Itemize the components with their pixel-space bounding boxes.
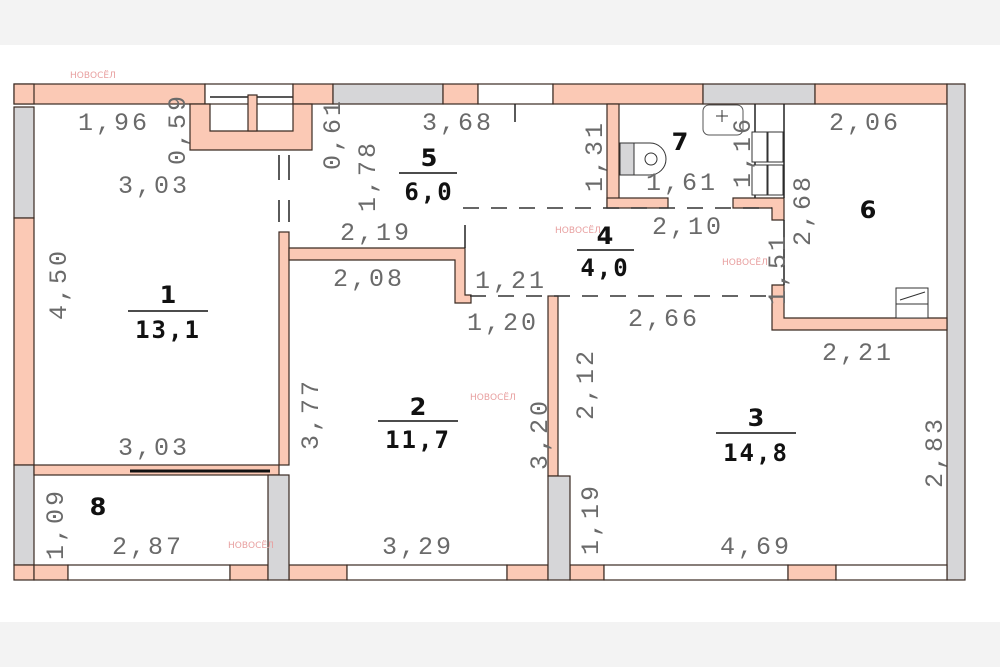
dimension-label: 3,03 (118, 434, 190, 463)
dimension-label: 1,16 (729, 116, 758, 188)
dimension-label: 3,20 (526, 398, 555, 470)
dimension-label: 1,78 (354, 140, 383, 212)
room-8-label: 8 (90, 493, 107, 521)
room-6-label: 6 (860, 196, 877, 224)
dimension-label: 1,09 (42, 488, 71, 560)
room-area: 13,1 (135, 316, 201, 344)
toilet-icon (619, 142, 667, 176)
watermark-logo: НОВОСЁЛ (70, 70, 116, 81)
sink-icon (702, 104, 744, 136)
room-area: 6,0 (404, 178, 453, 206)
dimension-label: 0,59 (164, 93, 193, 165)
dimension-label: 2,68 (789, 174, 818, 246)
dimension-label: 0,61 (319, 98, 348, 170)
stove-icon (751, 131, 929, 319)
dimension-label: 2,87 (112, 533, 184, 562)
dimension-label: 3,29 (382, 533, 454, 562)
watermark-logo: НОВОСЁЛ (722, 257, 768, 268)
dimension-label: 1,96 (78, 109, 150, 138)
room-number: 3 (748, 404, 765, 432)
bottom-margin-band (0, 622, 1000, 667)
dimension-label: 1,20 (467, 309, 539, 338)
dimension-label: 4,50 (45, 248, 74, 320)
room-2-label: 2 11,7 (378, 393, 458, 454)
room-1-label: 1 13,1 (128, 281, 208, 344)
top-margin-band (0, 0, 1000, 45)
dimension-label: 3,77 (297, 378, 326, 450)
room-number: 1 (160, 281, 177, 309)
dimension-label: 3,68 (422, 109, 494, 138)
room-number: 2 (410, 393, 427, 421)
dimension-label: 1,19 (577, 483, 606, 555)
room-number: 5 (421, 144, 438, 172)
watermark-logo: НОВОСЁЛ (470, 392, 516, 403)
dimension-label: 1,61 (646, 169, 718, 198)
room-area: 11,7 (385, 426, 451, 454)
room-area: 4,0 (580, 254, 629, 282)
dimension-label: 4,69 (720, 533, 792, 562)
dimensions: 1,96 0,59 3,03 4,50 3,03 0,61 1,78 3,68 … (42, 93, 950, 562)
room-7-label: 7 (672, 128, 689, 156)
dimension-label: 2,12 (572, 348, 601, 420)
dimension-label: 2,21 (822, 339, 894, 368)
room-5-label: 5 6,0 (399, 144, 457, 206)
watermark-logo: НОВОСЁЛ (228, 540, 274, 551)
dimension-label: 2,06 (829, 109, 901, 138)
watermark-logo: НОВОСЁЛ (555, 225, 601, 236)
dimension-label: 2,08 (333, 265, 405, 294)
room-4-label: 4 4,0 (577, 222, 634, 282)
walls (13, 83, 966, 581)
dimension-label: 1,21 (475, 267, 547, 296)
dimension-label: 2,10 (652, 213, 724, 242)
dimension-label: 3,03 (118, 172, 190, 201)
room-area: 14,8 (723, 439, 789, 467)
dimension-label: 1,31 (581, 120, 610, 192)
dimension-label: 1,51 (764, 233, 793, 305)
dimension-label: 2,83 (921, 416, 950, 488)
dimension-label: 2,19 (340, 219, 412, 248)
room-number: 4 (597, 222, 614, 250)
dimension-label: 2,66 (628, 305, 700, 334)
room-3-label: 3 14,8 (716, 404, 796, 467)
